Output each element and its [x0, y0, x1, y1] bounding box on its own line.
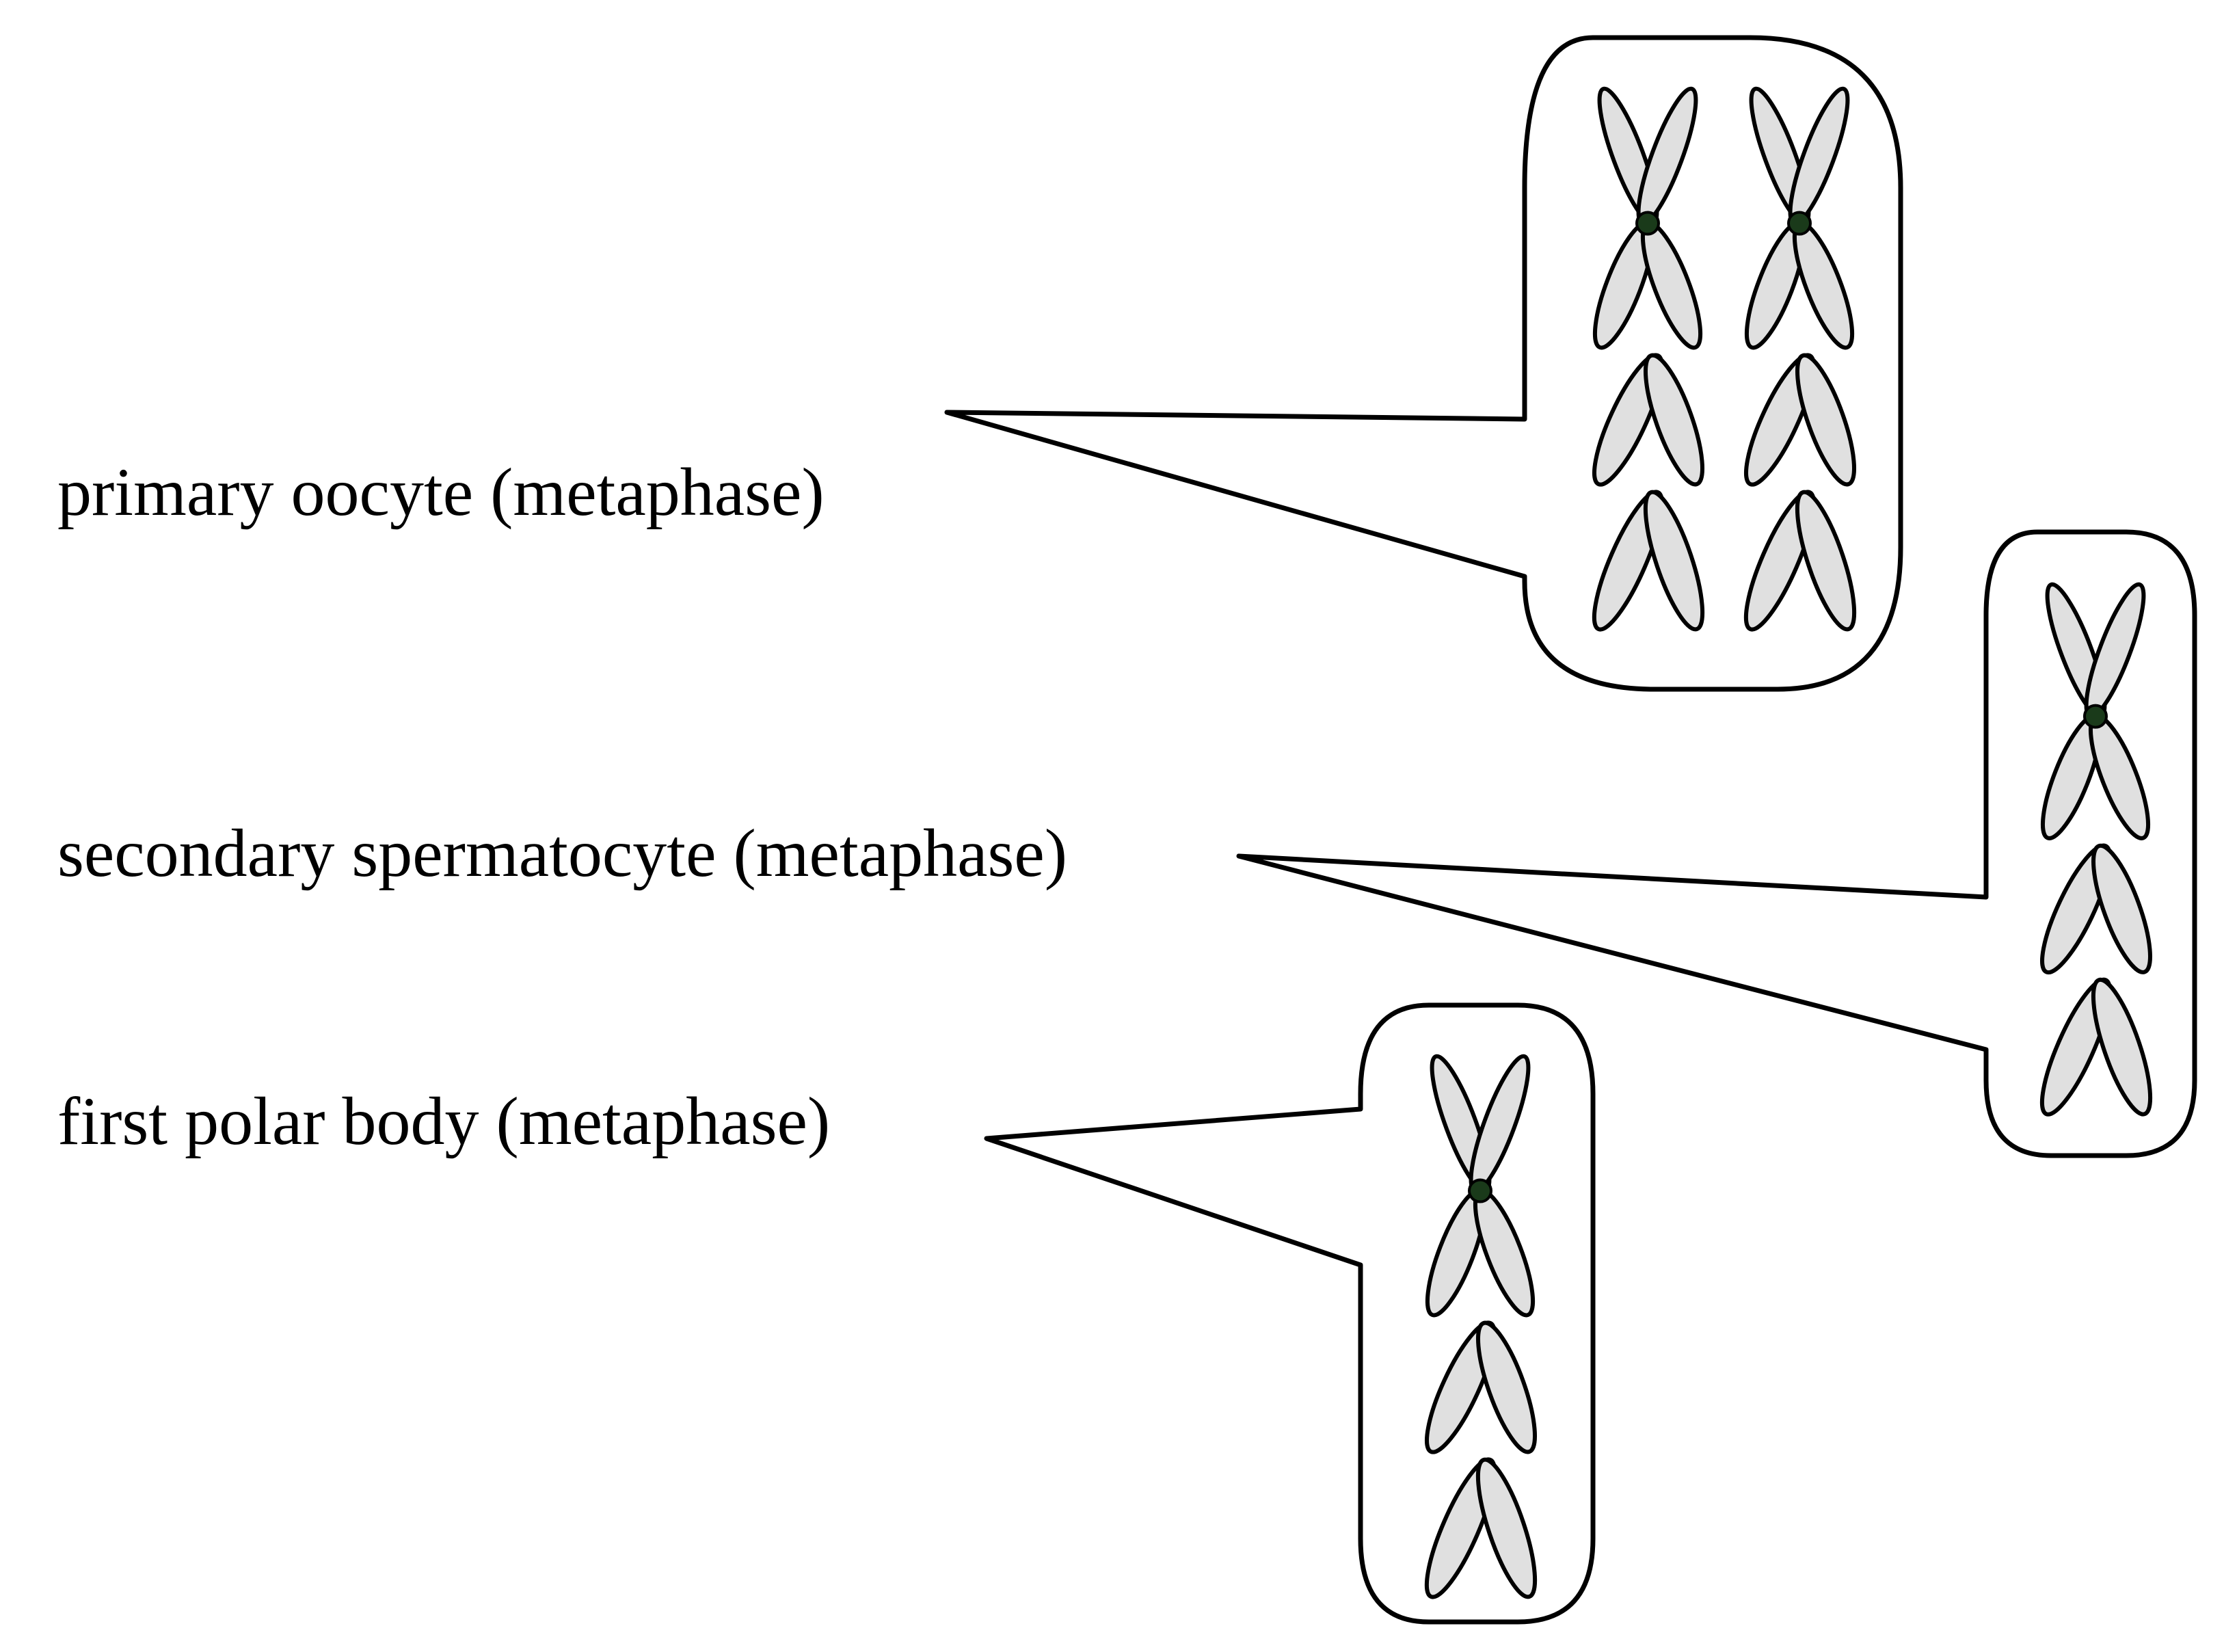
chromosome-medium-v [1425, 1320, 1537, 1454]
chromatid-arm [1795, 353, 1856, 487]
chromosome-small-v [1592, 490, 1705, 632]
callout-first-polar-body-outline [984, 1002, 1596, 1625]
callout-secondary-spermatocyte [1236, 529, 2197, 1158]
chromatid-arm [2091, 977, 2153, 1117]
chromatid-arm [1475, 1457, 1538, 1599]
chromosome-set-secondary-spermatocyte [2039, 582, 2153, 1117]
chromatid-arm [2091, 843, 2152, 974]
chromosome-medium-v [1592, 353, 1704, 487]
chromatid-arm [1476, 1320, 1537, 1454]
callout-secondary-spermatocyte-outline [1236, 529, 2197, 1158]
chromosome-small-v [1424, 1457, 1538, 1599]
centromere [1635, 211, 1660, 236]
centromere [2083, 704, 2108, 729]
chromosome-large-x [1744, 86, 1855, 350]
label-primary-oocyte: primary oocyte (metaphase) [57, 454, 825, 530]
chromosome-small-v [1743, 490, 1857, 632]
chromosome-large-x [1425, 1054, 1536, 1318]
chromosome-medium-v [1744, 353, 1856, 487]
callout-primary-oocyte [944, 35, 1903, 692]
chromosome-large-x [2040, 582, 2151, 840]
chromatid-arm [1643, 490, 1705, 632]
chromatid-arm [1644, 353, 1704, 487]
centromere [1468, 1178, 1492, 1203]
callout-first-polar-body [984, 1002, 1596, 1625]
chromosome-small-v [2039, 977, 2153, 1117]
chromosome-large-x [1592, 86, 1703, 350]
label-secondary-spermatocyte: secondary spermatocyte (metaphase) [57, 815, 1068, 891]
chromosome-medium-v [2040, 843, 2152, 975]
label-first-polar-body: first polar body (metaphase) [57, 1083, 831, 1159]
chromosome-set-first-polar-body [1424, 1054, 1538, 1599]
chromosome-set-primary-oocyte [1592, 86, 1857, 632]
centromere [1787, 211, 1812, 236]
chromatid-arm [1795, 490, 1857, 632]
